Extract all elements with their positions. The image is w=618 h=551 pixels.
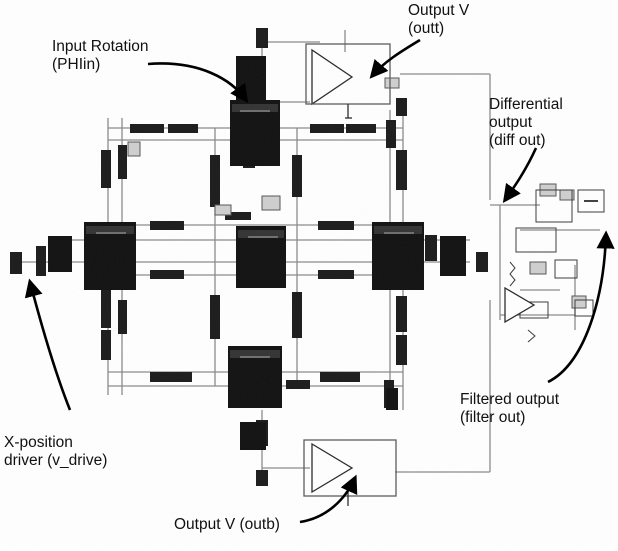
input-rotation-label: Input Rotation (PHIin) bbox=[52, 38, 149, 74]
output-bottom-label: Output V (outb) bbox=[174, 516, 280, 534]
arrow-output-top bbox=[369, 38, 421, 79]
input-rotation-line-1: Input Rotation bbox=[52, 38, 149, 55]
arrow-differential bbox=[502, 147, 538, 203]
differential-line-1: Differential bbox=[489, 96, 563, 113]
output-top-label: Output V (outt) bbox=[408, 2, 469, 38]
x-position-line-1: X-position bbox=[4, 434, 73, 451]
annotation-arrows bbox=[24, 38, 615, 524]
x-position-line-2: driver (v_drive) bbox=[4, 452, 108, 469]
filtered-output-label: Filtered output (filter out) bbox=[460, 391, 559, 427]
differential-line-3: (diff out) bbox=[489, 132, 546, 149]
input-rotation-line-2: (PHIin) bbox=[52, 56, 101, 73]
differential-output-label: Differential output (diff out) bbox=[489, 96, 563, 150]
output-top-line-1: Output V bbox=[408, 2, 470, 19]
output-top-line-2: (outt) bbox=[408, 20, 445, 37]
output-bottom-line: Output V (outb) bbox=[174, 516, 280, 533]
arrow-input-rotation bbox=[147, 62, 249, 103]
arrow-filtered bbox=[547, 230, 615, 384]
arrow-output-bottom bbox=[299, 474, 358, 524]
filtered-line-2: (filter out) bbox=[460, 409, 526, 426]
filtered-line-1: Filtered output bbox=[460, 391, 560, 408]
x-position-label: X-position driver (v_drive) bbox=[4, 434, 107, 470]
differential-line-2: output bbox=[489, 114, 533, 131]
arrow-x-position bbox=[24, 278, 72, 411]
